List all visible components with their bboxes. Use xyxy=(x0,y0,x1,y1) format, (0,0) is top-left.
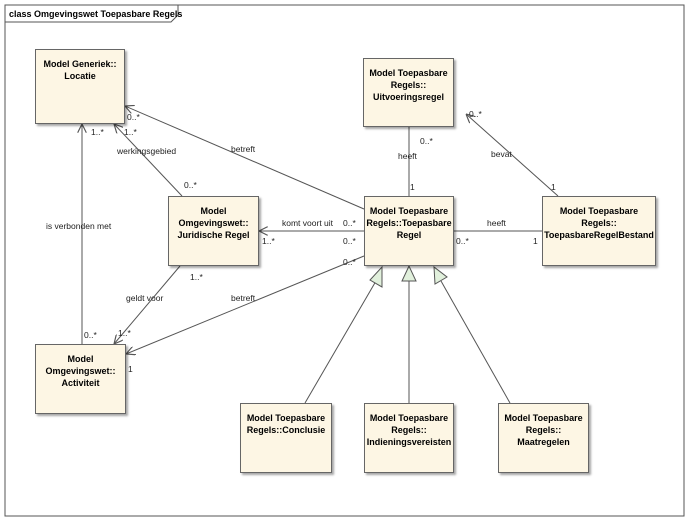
mult-bestand-bevat: 1 xyxy=(551,182,556,192)
mult-toepasbare-locatie: 0..* xyxy=(343,236,356,246)
mult-juridische-geldt: 1..* xyxy=(190,272,203,282)
diagram-frame xyxy=(4,4,685,517)
label-komt-voort-uit: komt voort uit xyxy=(282,218,334,228)
class-locatie[interactable]: Model Generiek:: Locatie xyxy=(35,49,125,124)
class-activiteit-label: Model Omgevingswet:: Activiteit xyxy=(45,354,116,388)
class-toepasbare-regel[interactable]: Model Toepasbare Regels::Toepasbare Rege… xyxy=(364,196,454,266)
edge-bestand-uitvoeringsregel xyxy=(466,114,559,197)
label-betreft-locatie: betreft xyxy=(231,144,256,154)
generalization-conclusie xyxy=(304,280,377,404)
mult-uitvoeringsregel-bevat: 0..* xyxy=(469,109,482,119)
generalization-arrow-conclusie xyxy=(369,265,383,288)
mult-toepasbare-activiteit: 0..* xyxy=(343,257,356,267)
class-juridische-regel[interactable]: Model Omgevingswet:: Juridische Regel xyxy=(168,196,259,266)
frame-title: class Omgevingswet Toepasbare Regels xyxy=(9,9,183,19)
mult-locatie-verbonden: 1..* xyxy=(91,127,104,137)
class-locatie-label: Model Generiek:: Locatie xyxy=(43,59,117,81)
generalization-maatregelen xyxy=(440,280,511,404)
label-bevat: bevat xyxy=(491,149,512,159)
edge-juridische-activiteit xyxy=(114,265,181,344)
label-betreft-activiteit: betreft xyxy=(231,293,256,303)
class-juridische-regel-label: Model Omgevingswet:: Juridische Regel xyxy=(177,206,250,240)
mult-juridische-werkingsgebied: 0..* xyxy=(184,180,197,190)
mult-juridische-komt: 1..* xyxy=(262,236,275,246)
generalization-arrow-maatregelen xyxy=(433,265,448,285)
frame-title-tab xyxy=(4,5,179,23)
label-werkingsgebied: werkingsgebied xyxy=(117,146,177,156)
mult-uitvoeringsregel-heeft: 0..* xyxy=(420,136,433,146)
mult-activiteit-geldt: 1..* xyxy=(118,328,131,338)
class-activiteit[interactable]: Model Omgevingswet:: Activiteit xyxy=(35,344,126,414)
class-conclusie[interactable]: Model Toepasbare Regels::Conclusie xyxy=(240,403,332,473)
class-maatregelen-label: Model Toepasbare Regels:: Maatregelen xyxy=(504,413,583,447)
class-toepasbare-regel-bestand-label: Model Toepasbare Regels:: ToepasbareRege… xyxy=(544,206,654,240)
mult-toepasbare-heeft-bestand: 0..* xyxy=(456,236,469,246)
class-conclusie-label: Model Toepasbare Regels::Conclusie xyxy=(246,413,326,435)
mult-activiteit-verbonden: 0..* xyxy=(84,330,97,340)
class-toepasbare-regel-bestand[interactable]: Model Toepasbare Regels:: ToepasbareRege… xyxy=(542,196,656,266)
class-toepasbare-regel-label: Model Toepasbare Regels::Toepasbare Rege… xyxy=(366,206,452,240)
class-maatregelen[interactable]: Model Toepasbare Regels:: Maatregelen xyxy=(498,403,589,473)
class-uitvoeringsregel-label: Model Toepasbare Regels:: Uitvoeringsreg… xyxy=(369,68,448,102)
label-is-verbonden-met: is verbonden met xyxy=(46,221,112,231)
mult-toepasbare-heeft-uitvoering: 1 xyxy=(410,182,415,192)
class-indieningsvereisten-label: Model Toepasbare Regels:: Indieningsvere… xyxy=(366,413,452,447)
edge-juridische-locatie xyxy=(114,124,183,197)
mult-toepasbare-komt: 0..* xyxy=(343,218,356,228)
edge-toepasbare-locatie xyxy=(125,106,365,210)
mult-locatie-werkingsgebied: 1..* xyxy=(124,127,137,137)
mult-bestand-heeft: 1 xyxy=(533,236,538,246)
label-heeft-uitvoeringsregel: heeft xyxy=(398,151,417,161)
label-heeft-bestand: heeft xyxy=(487,218,506,228)
edge-toepasbare-activiteit xyxy=(126,255,365,354)
mult-activiteit-betreft: 1 xyxy=(128,364,133,374)
class-uitvoeringsregel[interactable]: Model Toepasbare Regels:: Uitvoeringsreg… xyxy=(363,58,454,127)
mult-locatie-betreft: 0..* xyxy=(127,112,140,122)
class-indieningsvereisten[interactable]: Model Toepasbare Regels:: Indieningsvere… xyxy=(364,403,454,473)
generalization-arrow-indieningsvereisten xyxy=(401,264,417,282)
label-geldt-voor: geldt voor xyxy=(126,293,164,303)
